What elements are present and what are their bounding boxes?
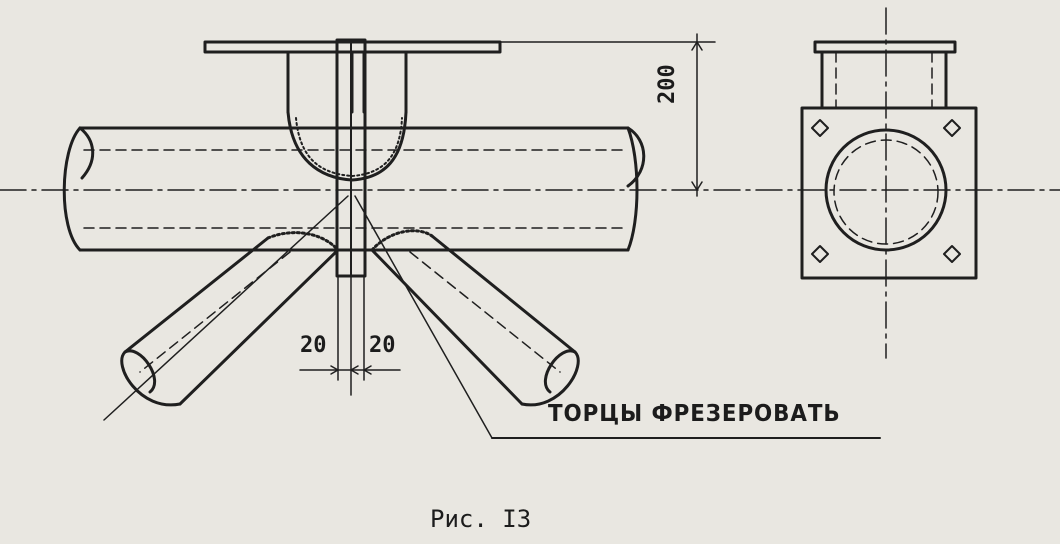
right-brace-axis [354, 195, 493, 439]
dimension-20-right-label: 20 [369, 333, 396, 358]
saddle-weld-hatching [295, 117, 403, 177]
dimension-20-left-label: 20 [300, 333, 327, 358]
milling-note: ТОРЦЫ ФРЕЗЕРОВАТЬ [548, 401, 841, 427]
right-brace-end [520, 349, 580, 407]
main-pipe-right-end [626, 126, 646, 252]
main-pipe-left-end [62, 126, 95, 252]
side-view [800, 7, 978, 359]
dim-20-arrows [330, 365, 372, 375]
front-view [0, 33, 1060, 439]
side-stub-hidden [835, 51, 933, 109]
top-flange-plate [203, 40, 502, 54]
right-brace-pipe [370, 234, 577, 406]
dim-200-arrows [691, 41, 703, 191]
figure-caption: Рис. I3 [430, 505, 532, 533]
upper-stub-right [362, 50, 408, 114]
side-bolt-holes [811, 119, 961, 263]
dimension-200-label: 200 [655, 64, 680, 104]
left-brace-pipe [123, 236, 340, 406]
saddle-weld [286, 110, 408, 182]
main-pipe-hidden-lines [83, 149, 627, 229]
left-brace-weld [266, 231, 340, 252]
right-brace-hidden [409, 251, 561, 373]
left-brace-axis [103, 195, 349, 421]
side-base-plate [800, 106, 978, 280]
upper-stub-left [286, 50, 354, 114]
side-top-flange [813, 40, 957, 54]
right-brace-weld [370, 229, 434, 252]
side-stub [820, 50, 948, 110]
